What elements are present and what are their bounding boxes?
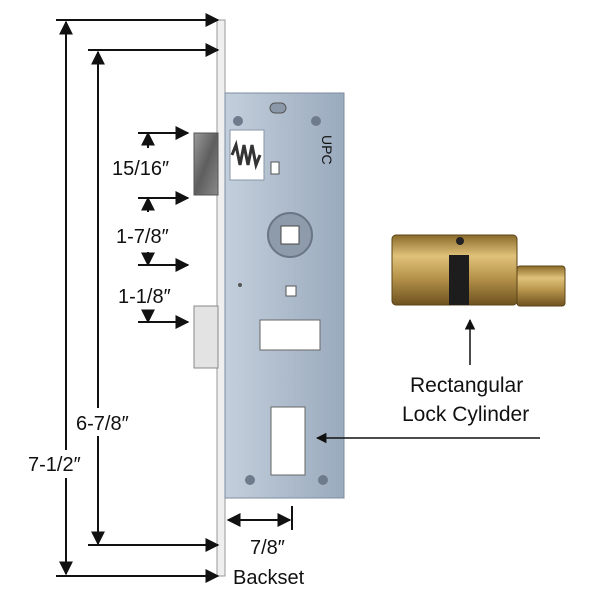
lever-opening — [259, 319, 321, 351]
small-square-hole — [285, 285, 297, 297]
dead-bolt — [193, 305, 219, 369]
latch-to-bolt-label: 1-7/8″ — [116, 226, 169, 248]
latch-height-label: 15/16″ — [112, 158, 169, 180]
cylinder-cutout — [270, 406, 306, 476]
body-stamp: UPC — [319, 135, 335, 165]
screw-bottom-right — [318, 475, 328, 485]
overall-height-label: 7-1/2″ — [28, 454, 81, 476]
bolt-height-label: 1-1/8″ — [118, 286, 171, 308]
plate-height-label: 6-7/8″ — [76, 413, 129, 435]
screw-top-right — [311, 116, 321, 126]
hub-square — [280, 225, 300, 245]
spring-coil — [230, 139, 262, 171]
faceplate — [216, 19, 226, 577]
slot-small — [270, 161, 280, 175]
top-slot — [269, 102, 287, 114]
cylinder-label-line1: Rectangular — [410, 374, 523, 397]
cylinder-cam — [449, 255, 469, 305]
cylinder-thumbturn — [516, 265, 566, 307]
backset-value-label: 7/8″ — [250, 537, 285, 559]
latch-bolt — [193, 132, 219, 196]
backset-text-label: Backset — [233, 567, 305, 589]
cylinder-label-line2: Lock Cylinder — [402, 403, 529, 426]
screw-bottom-left — [245, 475, 255, 485]
screw-top-left — [233, 116, 243, 126]
small-dot — [238, 283, 242, 287]
cylinder-screw-hole — [456, 237, 464, 245]
